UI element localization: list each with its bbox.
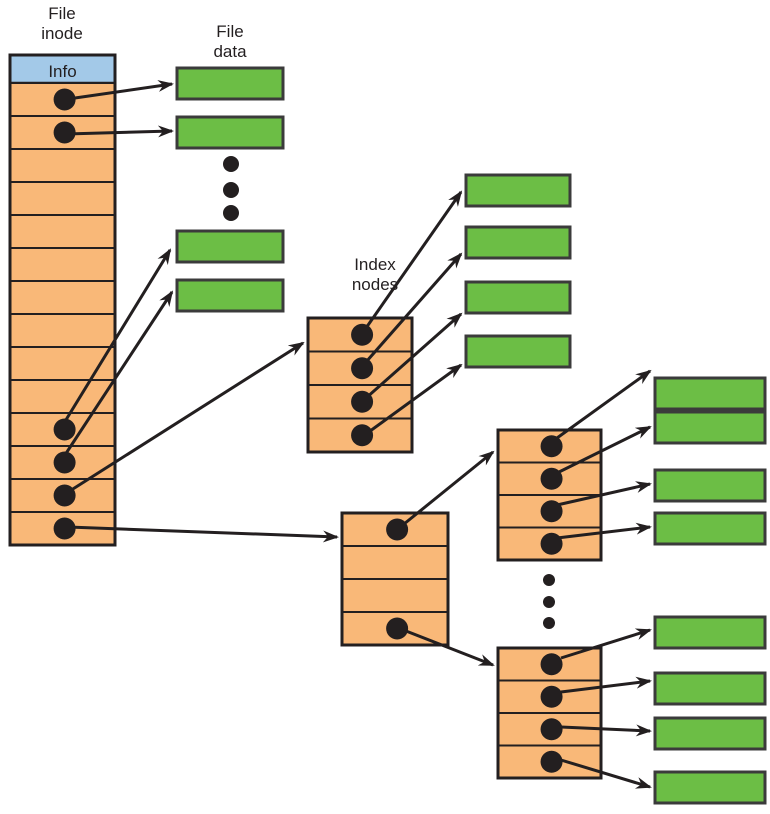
pointer-dot	[351, 390, 374, 413]
block-row	[9, 280, 116, 315]
pointer-dot	[540, 653, 563, 676]
pointer-dot	[351, 323, 374, 346]
block-row	[9, 214, 116, 249]
double-lower-row4-to-green-4	[560, 758, 652, 789]
ellipsis-dot	[543, 574, 555, 586]
pointer-dot	[351, 424, 374, 447]
block-row	[9, 148, 116, 183]
double-upper-row3-to-green-3	[556, 481, 652, 507]
data-block	[175, 115, 285, 150]
double-lower-row1-to-green-1	[560, 628, 652, 660]
inode-row11-to-filedata-3	[59, 248, 172, 429]
inode-row12-to-filedata-4	[59, 290, 174, 462]
data-block	[653, 511, 767, 546]
inode-row13-to-indexnodes	[64, 341, 305, 496]
data-block	[464, 173, 572, 208]
indexnode-row3-to-green-3	[365, 312, 463, 400]
data-block	[464, 280, 572, 315]
double-upper-row4-to-green-4	[556, 522, 652, 540]
data-block	[653, 770, 767, 805]
label-file-inode: File inode	[41, 4, 83, 43]
pointer-dot	[386, 518, 409, 541]
pointer-dot	[53, 418, 76, 441]
pointer-dot	[540, 435, 563, 458]
block-row	[341, 578, 449, 613]
pointer-dot	[540, 750, 563, 773]
ellipsis-dot	[543, 596, 555, 608]
block-row	[9, 247, 116, 282]
data-block	[175, 229, 285, 264]
inode-row2-to-filedata-2	[65, 125, 174, 138]
ellipsis-dot	[223, 182, 239, 198]
data-block	[175, 278, 285, 313]
pointer-dot	[540, 500, 563, 523]
data-block	[464, 334, 572, 369]
inode-row14-to-single-indirect	[67, 525, 339, 543]
block-outline	[496, 646, 603, 780]
block-outline	[306, 316, 414, 454]
data-block	[653, 376, 767, 411]
block-row	[9, 181, 116, 216]
block-outline	[8, 53, 117, 547]
double-upper-row2-to-green-2	[556, 425, 652, 475]
pointer-dot	[53, 451, 76, 474]
pointer-dot	[540, 685, 563, 708]
pointer-dot	[53, 121, 76, 144]
data-block	[175, 66, 285, 101]
single-indirect-row4-to-double-lower	[405, 629, 495, 667]
pointer-dot	[540, 467, 563, 490]
pointer-dot	[386, 617, 409, 640]
block-row	[9, 313, 116, 348]
data-block	[653, 615, 767, 650]
label-file-data: File data	[213, 22, 247, 61]
block-index_nodes	[306, 316, 414, 454]
indexnode-row1-to-green-1	[364, 190, 463, 329]
block-row	[341, 545, 449, 580]
ellipsis-dot	[223, 205, 239, 221]
ellipsis-dot	[223, 156, 239, 172]
label-index-nodes: Index nodes	[351, 255, 399, 294]
pointer-dot	[53, 88, 76, 111]
pointer-dot	[540, 532, 563, 555]
double-lower-row2-to-green-2	[560, 676, 652, 694]
data-block	[653, 410, 767, 445]
block-outline	[340, 511, 450, 647]
single-indirect-row1-to-double-upper	[403, 450, 495, 526]
block-inode	[8, 53, 117, 547]
inode-row1-to-filedata-1	[67, 80, 174, 101]
pointer-dot	[351, 357, 374, 380]
double-upper-row1-to-green-1	[556, 369, 652, 440]
data-block	[653, 716, 767, 751]
pointer-dot	[53, 517, 76, 540]
pointer-dot	[540, 718, 563, 741]
info-row-label: Info	[48, 62, 77, 81]
pointer-dot	[53, 484, 76, 507]
indexnode-row2-to-green-2	[364, 252, 463, 363]
indexnode-row4-to-green-4	[365, 363, 463, 436]
ellipsis-dot	[543, 617, 555, 629]
block-row	[9, 379, 116, 414]
data-block	[653, 468, 767, 503]
double-lower-row3-to-green-3	[560, 724, 652, 737]
data-block	[464, 225, 572, 260]
data-block	[653, 671, 767, 706]
